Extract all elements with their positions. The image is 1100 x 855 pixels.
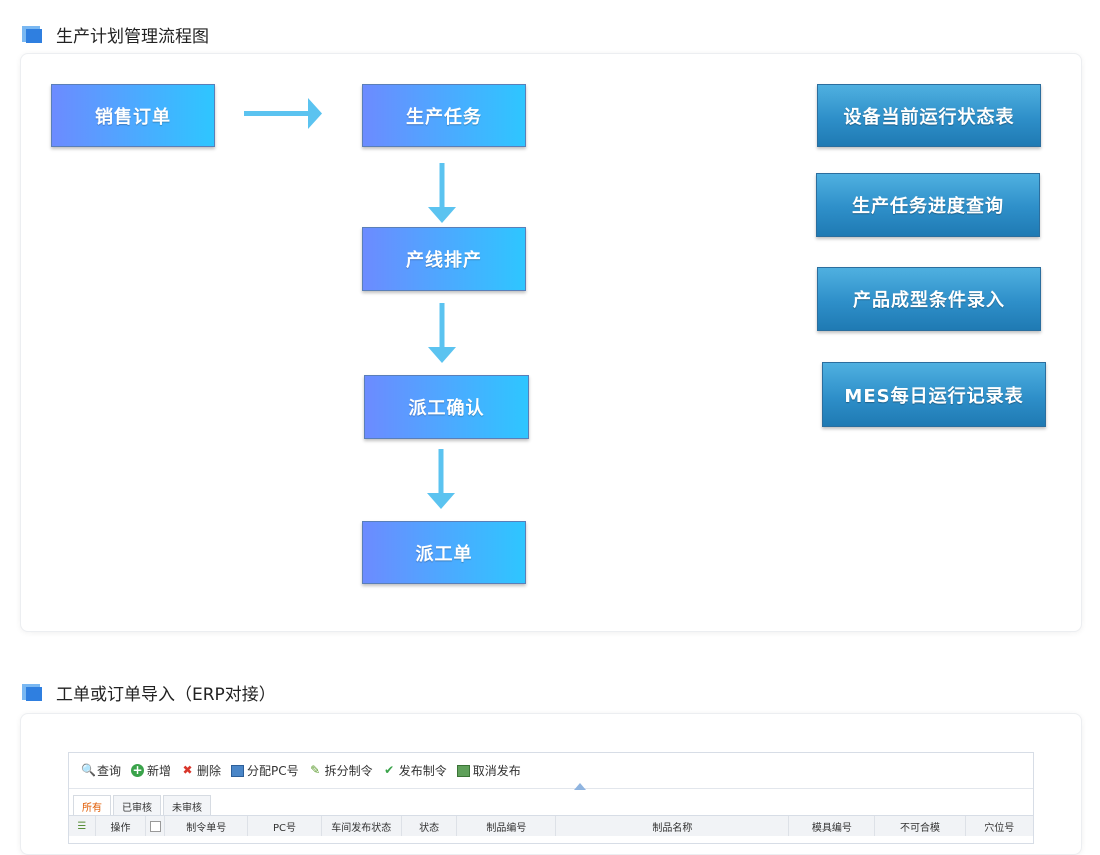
column-header[interactable]: 制品名称 [556, 816, 790, 836]
flowchart-card [20, 53, 1082, 632]
grid-toolbar: 🔍 查询 + 新增 ✖ 删除 分配PC号 ✎ 拆分制令 ✔ 发布制令 取消发布 [69, 753, 1033, 789]
section-square-icon [22, 683, 42, 702]
section-title-text: 生产计划管理流程图 [56, 27, 209, 47]
publish-order-button[interactable]: ✔ 发布制令 [384, 763, 447, 779]
arrow-down-icon [428, 163, 456, 223]
column-header[interactable]: 车间发布状态 [322, 816, 402, 836]
mes-daily-button[interactable]: MES每日运行记录表 [822, 362, 1046, 427]
column-header[interactable]: 状态 [402, 816, 458, 836]
collapse-caret-icon[interactable] [574, 783, 586, 790]
molding-conditions-button[interactable]: 产品成型条件录入 [817, 267, 1041, 331]
pencil-icon: ✎ [310, 763, 321, 777]
search-icon: 🔍 [81, 763, 96, 777]
add-button[interactable]: + 新增 [131, 763, 172, 778]
tab-unapproved[interactable]: 未审核 [163, 795, 211, 817]
column-header[interactable]: 穴位号 [984, 822, 1015, 834]
dispatch-order-box[interactable]: 派工单 [362, 521, 526, 584]
column-header[interactable]: 模具编号 [789, 816, 876, 836]
delete-x-icon: ✖ [182, 763, 193, 777]
section-title-text: 工单或订单导入（ERP对接） [56, 685, 276, 705]
column-header[interactable]: 制品编号 [457, 816, 557, 836]
select-all-checkbox[interactable] [146, 816, 166, 836]
check-icon: ✔ [384, 763, 395, 777]
tab-approved[interactable]: 已审核 [113, 795, 161, 817]
cancel-publish-button[interactable]: 取消发布 [456, 762, 521, 779]
arrow-right-icon [244, 98, 322, 129]
status-tabs: 所有 已审核 未审核 [73, 795, 213, 817]
arrow-down-icon [427, 449, 455, 509]
erp-grid-screenshot: 🔍 查询 + 新增 ✖ 删除 分配PC号 ✎ 拆分制令 ✔ 发布制令 取消发布 … [68, 752, 1034, 844]
column-header[interactable]: 制令单号 [165, 816, 249, 836]
tab-all[interactable]: 所有 [73, 795, 111, 817]
row-menu-icon[interactable]: ☰ [69, 816, 96, 836]
table-header: ☰ 操作 制令单号 PC号 车间发布状态 状态 制品编号 制品名称 模具编号 不… [69, 815, 1033, 836]
column-header[interactable]: 不可合模 [875, 816, 966, 836]
section-title-flow: 生产计划管理流程图 [22, 22, 209, 47]
split-order-button[interactable]: ✎ 拆分制令 [310, 763, 373, 779]
delete-button[interactable]: ✖ 删除 [182, 763, 222, 779]
production-task-box[interactable]: 生产任务 [362, 84, 526, 147]
assign-pc-button[interactable]: 分配PC号 [231, 762, 299, 779]
line-schedule-box[interactable]: 产线排产 [362, 227, 526, 291]
arrow-down-icon [428, 303, 456, 363]
dispatch-confirm-box[interactable]: 派工确认 [364, 375, 529, 439]
section-square-icon [22, 25, 42, 44]
column-header[interactable]: 操作 [96, 816, 147, 836]
query-button[interactable]: 🔍 查询 [81, 763, 122, 779]
task-progress-button[interactable]: 生产任务进度查询 [816, 173, 1040, 237]
cancel-publish-icon [456, 764, 470, 777]
assign-icon [231, 764, 245, 777]
section-title-erp: 工单或订单导入（ERP对接） [22, 680, 276, 705]
plus-circle-icon: + [131, 763, 145, 777]
equipment-status-button[interactable]: 设备当前运行状态表 [817, 84, 1041, 147]
column-header[interactable]: PC号 [248, 816, 322, 836]
sales-order-box[interactable]: 销售订单 [51, 84, 215, 147]
